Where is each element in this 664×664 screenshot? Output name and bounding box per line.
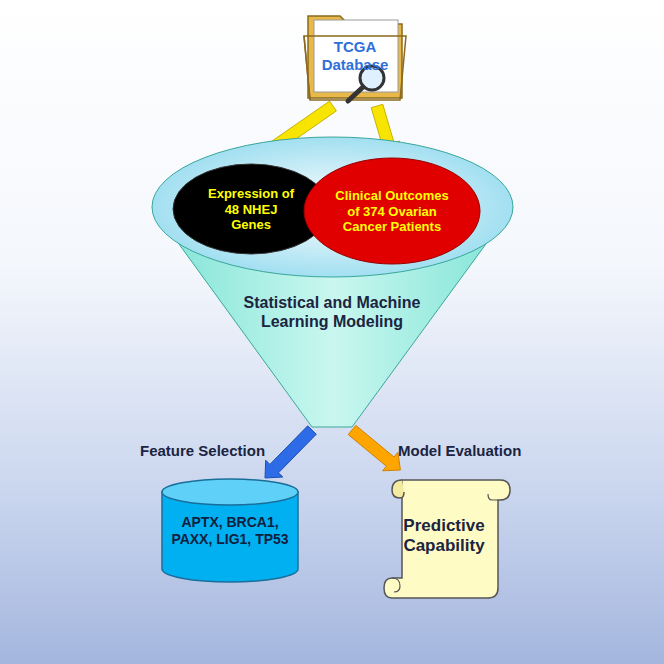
database-folder: TCGA Database: [300, 2, 410, 106]
node-label: Expression of 48 NHEJ Genes: [203, 186, 299, 233]
flow-arrow: [265, 426, 316, 478]
node-label: Clinical Outcomes of 374 Ovarian Cancer …: [333, 188, 451, 235]
data-ellipse: Clinical Outcomes of 374 Ovarian Cancer …: [303, 157, 481, 265]
node-label: Predictive Capability: [394, 516, 494, 557]
edge-label: Feature Selection: [140, 442, 265, 459]
node-label: TCGA Database: [310, 38, 400, 74]
node-label: APTX, BRCA1, PAXX, LIG1, TP53: [166, 514, 294, 548]
flow-arrow: [348, 425, 400, 470]
gene-cylinder: APTX, BRCA1, PAXX, LIG1, TP53: [160, 478, 300, 584]
result-scroll: Predictive Capability: [388, 470, 512, 600]
modeling-funnel: Statistical and Machine Learning Modelin…: [150, 135, 515, 430]
node-label: Statistical and Machine Learning Modelin…: [232, 293, 432, 331]
edge-label: Model Evaluation: [398, 442, 521, 459]
